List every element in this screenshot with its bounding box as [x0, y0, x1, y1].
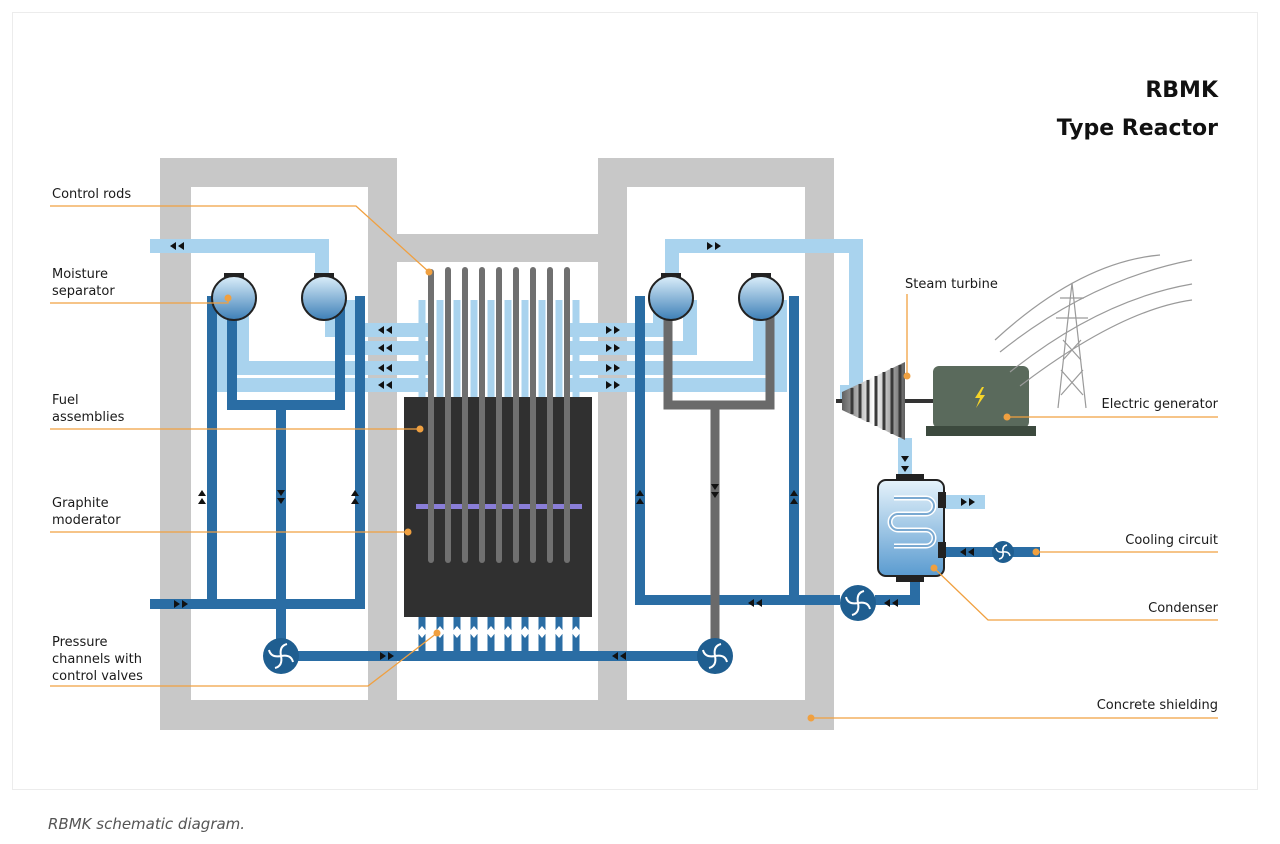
control-rods: [428, 267, 570, 563]
leader-dots: [224, 268, 1040, 722]
steam-turbine: [836, 362, 935, 440]
condenser: [877, 474, 946, 582]
label-fuel-assemblies: Fuel assemblies: [52, 393, 125, 425]
pressure-channels: [418, 617, 580, 656]
pump-icon: [840, 585, 876, 621]
label-cooling-circuit: Cooling circuit: [1125, 533, 1218, 548]
diagram-title: RBMK Type Reactor: [1057, 72, 1218, 148]
label-graphite-moderator: Graphite moderator: [52, 496, 121, 528]
flow-arrow-icon: [170, 242, 975, 660]
condenser-water: [663, 300, 775, 656]
lightning-bolt-icon: [975, 387, 985, 408]
pump-icon: [992, 541, 1014, 563]
label-concrete-shielding: Concrete shielding: [1096, 698, 1218, 713]
title-line-1: RBMK: [1145, 78, 1218, 103]
leader-lines: [50, 205, 1218, 719]
pump-icon: [263, 638, 299, 674]
channel-risers: [418, 300, 580, 398]
label-pressure-channels: Pressure channels with control valves: [52, 635, 143, 684]
power-pylon-icon: [994, 254, 1193, 409]
label-condenser: Condenser: [1148, 601, 1218, 616]
water-pipes: [150, 296, 1040, 661]
label-moisture-separator: Moisture separator: [52, 267, 115, 299]
label-control-rods: Control rods: [52, 187, 132, 202]
moisture-separators: [211, 273, 784, 321]
label-steam-turbine: Steam turbine: [905, 277, 998, 292]
title-line-2: Type Reactor: [1056, 116, 1218, 141]
label-electric-generator: Electric generator: [1101, 397, 1219, 412]
pump-icon: [697, 638, 733, 674]
control-valves: [417, 626, 581, 638]
electric-generator: [926, 366, 1036, 436]
figure-caption: RBMK schematic diagram.: [48, 815, 246, 833]
